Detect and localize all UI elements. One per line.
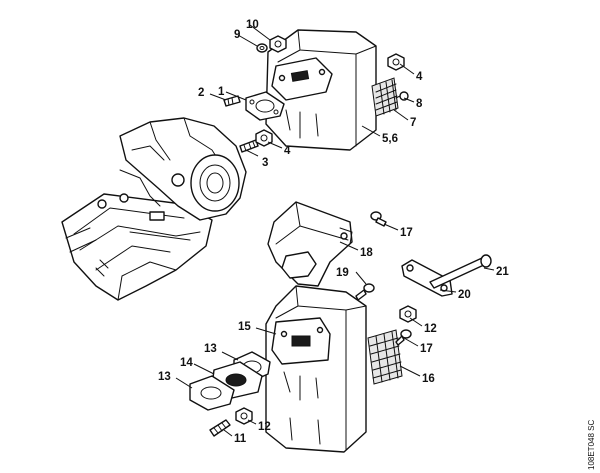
callout-9: 9	[234, 29, 240, 41]
screws-mid	[355, 211, 387, 301]
callout-3: 3	[262, 157, 268, 169]
callout-20: 20	[458, 289, 471, 301]
callout-1: 1	[218, 86, 225, 98]
callout-4-lower: 4	[284, 145, 291, 157]
callout-7: 7	[410, 117, 416, 129]
callout-11: 11	[234, 433, 247, 445]
callout-5-6: 5,6	[382, 133, 398, 145]
callout-13-lower: 13	[158, 371, 171, 383]
callout-19: 19	[336, 267, 349, 279]
callout-17-lower: 17	[420, 343, 433, 355]
callout-21: 21	[496, 266, 509, 278]
callout-18: 18	[360, 247, 373, 259]
small-parts-lower	[189, 305, 417, 437]
drawing-code: 108ET048 SC	[587, 420, 596, 470]
small-parts-upper	[223, 35, 409, 153]
callout-labels: 10 9 4 8 7 5,6 1 2 3 4 17 18 19 20 21 12…	[158, 19, 509, 445]
callout-10: 10	[246, 19, 259, 31]
muffler-lower	[265, 285, 403, 453]
muffler-upper	[265, 29, 399, 151]
callout-13-upper: 13	[204, 343, 217, 355]
callout-8: 8	[416, 98, 423, 110]
callout-16: 16	[422, 373, 435, 385]
callout-12-right: 12	[424, 323, 437, 335]
callout-12-lower: 12	[258, 421, 271, 433]
callout-14: 14	[180, 357, 193, 369]
bracket-and-bolt	[401, 254, 492, 297]
heat-shield	[267, 201, 353, 287]
callout-4-upper: 4	[416, 71, 423, 83]
callout-17-upper: 17	[400, 227, 413, 239]
callout-15: 15	[238, 321, 251, 333]
leader-lines	[175, 24, 495, 437]
engine-housing	[61, 117, 247, 301]
callout-2: 2	[198, 87, 204, 99]
